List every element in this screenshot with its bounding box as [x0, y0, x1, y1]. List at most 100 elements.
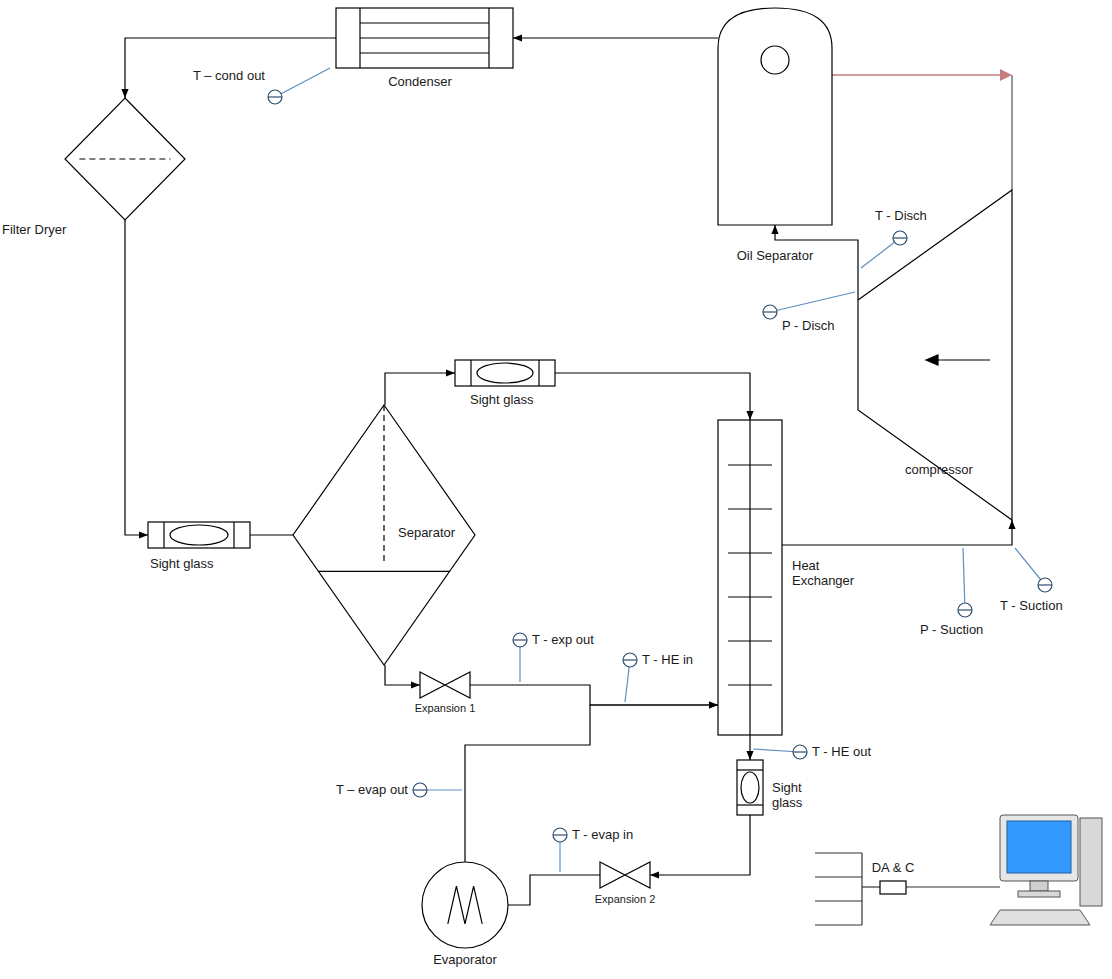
- shape-outline: [600, 862, 650, 888]
- shape-outline: [761, 46, 789, 74]
- shape-outline: [455, 360, 555, 386]
- shape-detail: [538, 360, 539, 386]
- shape-outline: [718, 8, 832, 225]
- sight-glass: Sight glass: [148, 522, 250, 548]
- shape-outline: [737, 760, 763, 815]
- shape-outline: [858, 190, 1012, 520]
- shape-detail: [935, 359, 990, 360]
- shape-detail: [470, 360, 471, 386]
- component-label: Heat Exchanger: [792, 558, 872, 588]
- shape-outline: [718, 8, 832, 225]
- oil-return-line: [832, 74, 1000, 76]
- sensor-label: T - HE in: [642, 652, 693, 667]
- expansion-valve: Expansion 2: [600, 862, 650, 888]
- expansion-valve-outline: [600, 862, 650, 888]
- filter-dryer: Filter Dryer: [65, 98, 185, 220]
- shape-outline: [422, 862, 508, 948]
- component-label: Condenser: [380, 74, 460, 89]
- component-label: Separator: [398, 525, 455, 540]
- pipe-connector: [782, 520, 1012, 545]
- computer-tower: [1080, 818, 1102, 906]
- sensor-symbol: [1038, 584, 1052, 585]
- sight-glass-outline: [148, 522, 250, 548]
- sensor-leader: [770, 292, 855, 312]
- shape-detail: [318, 571, 449, 572]
- sensor-symbol: [513, 633, 527, 647]
- evaporator-coil: Evaporator: [422, 862, 508, 948]
- shape-detail: [360, 52, 489, 53]
- signal-wire: [906, 886, 1000, 887]
- sight-glass-outline: [455, 360, 555, 386]
- sensor-symbol: [268, 90, 282, 104]
- component-label: Expansion 2: [585, 893, 665, 906]
- sensor-symbol: [958, 603, 972, 617]
- component-label: DA & C: [853, 860, 933, 875]
- shape-outline: [65, 98, 185, 220]
- sensor-leader: [963, 548, 965, 610]
- shape-outline: [170, 525, 228, 545]
- component-label: Evaporator: [405, 952, 525, 967]
- sensor-symbol: [893, 231, 907, 245]
- sensor-symbol: [958, 609, 972, 610]
- sensor-symbol: [513, 639, 527, 640]
- sensor-label: T - Disch: [875, 208, 927, 223]
- shape-outline: [880, 881, 906, 894]
- shape-detail: [728, 640, 772, 641]
- sensor-symbol: [553, 828, 567, 842]
- component-label: compressor: [905, 462, 973, 477]
- sensor-label: T – evap out: [325, 782, 408, 797]
- sensor-symbol: [413, 783, 427, 797]
- signal-wire: [862, 886, 880, 887]
- sensor-symbol: [763, 305, 777, 319]
- flow-arrow: [926, 355, 938, 365]
- shape-outline: [858, 190, 1012, 520]
- component-label: Expansion 1: [405, 702, 485, 715]
- shape-outline: [718, 420, 782, 735]
- shape-outline: [65, 98, 185, 220]
- pipe-connector: [385, 373, 455, 405]
- shape-outline: [422, 862, 508, 948]
- shape-detail: [383, 405, 384, 561]
- shape-detail: [728, 684, 772, 685]
- sensor-symbol: [793, 745, 807, 759]
- pipe-connector: [749, 735, 750, 760]
- pipe-connector: [650, 815, 750, 875]
- shape-outline: [600, 862, 650, 888]
- component-label: Filter Dryer: [2, 222, 66, 237]
- sight-glass: Sight glass: [737, 760, 763, 815]
- daq-box: DA & C: [880, 881, 906, 894]
- pipe-connector: [555, 373, 750, 420]
- shape-outline: [293, 405, 475, 665]
- heat-exchanger: Heat Exchanger: [718, 420, 782, 735]
- component-label: Sight glass: [772, 780, 817, 810]
- condenser-unit: Condenser: [336, 8, 513, 68]
- sight-glass-outline: [737, 760, 763, 815]
- oil-return-arrowhead: [1000, 69, 1012, 81]
- oil-separator-outline: [718, 8, 832, 225]
- filter-dryer-outline: [65, 98, 185, 220]
- pipe-connector: [470, 685, 718, 705]
- sensor-symbol: [793, 751, 807, 752]
- computer-icon: [990, 815, 1102, 925]
- shape-outline: [420, 672, 470, 698]
- pipe-connector: [508, 875, 600, 905]
- shape-outline: [455, 360, 555, 386]
- sensor-label: T - Suction: [1000, 598, 1063, 613]
- shape-outline: [336, 8, 513, 68]
- heat-exchanger-outline: [718, 420, 782, 735]
- signal-bracket: [861, 853, 862, 925]
- expansion-valve: Expansion 1: [420, 672, 470, 698]
- liquid-separator: Separator: [293, 405, 475, 665]
- shape-detail: [360, 37, 489, 38]
- computer-keyboard: [990, 910, 1090, 925]
- shape-outline: [148, 522, 250, 548]
- signal-wire: [815, 852, 862, 853]
- signal-wire: [815, 876, 862, 877]
- computer-base: [1018, 891, 1060, 897]
- pipe-connector: [250, 534, 293, 535]
- shape-detail: [233, 522, 234, 548]
- evaporator-coil-outline: [422, 862, 508, 948]
